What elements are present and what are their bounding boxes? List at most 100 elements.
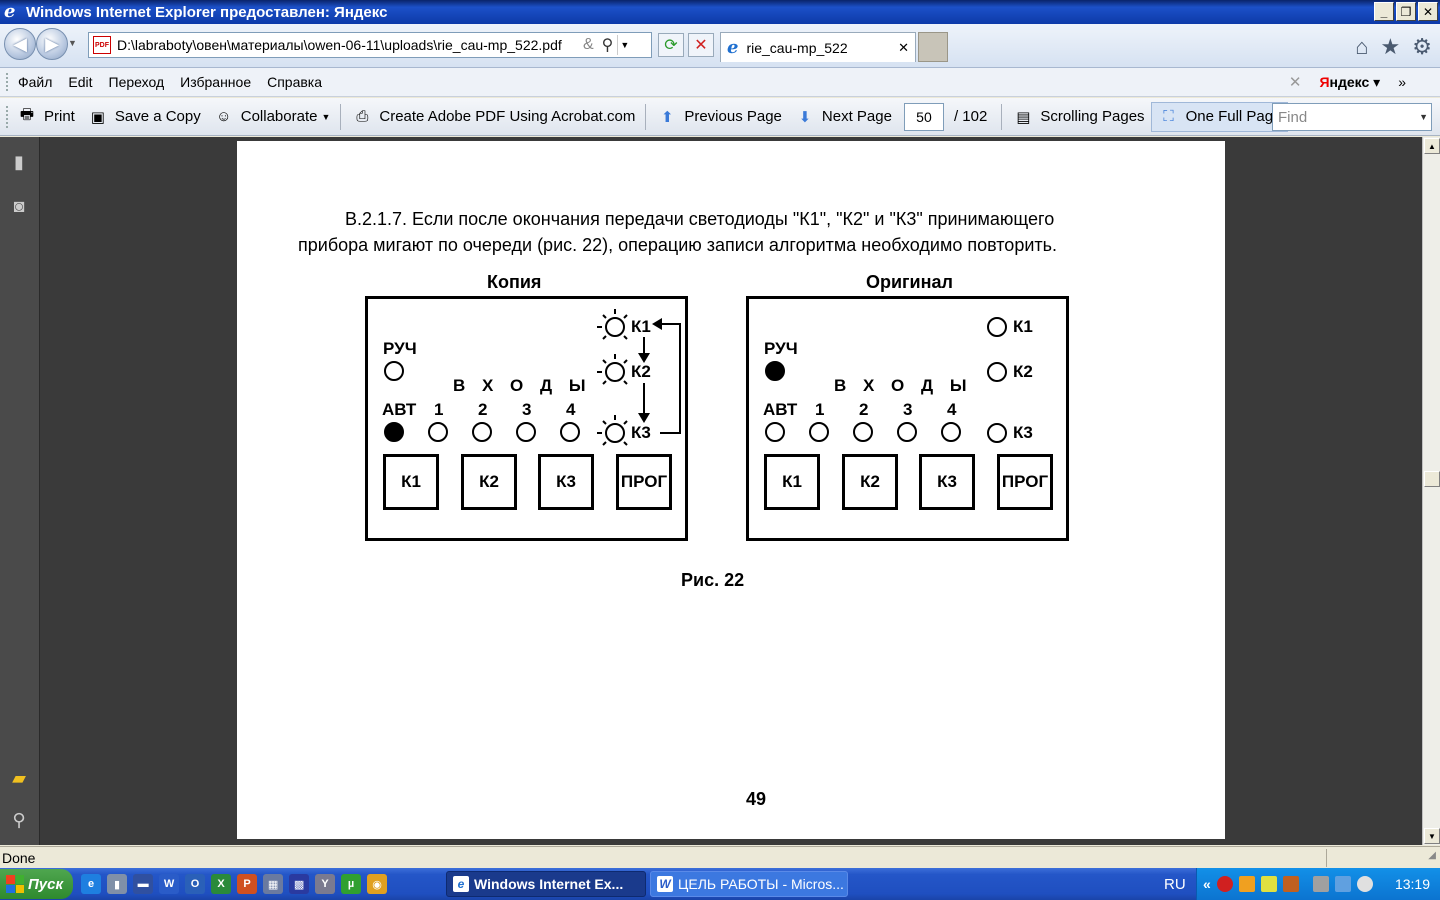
key-prog: ПРОГ bbox=[616, 454, 672, 510]
input-2-label: 2 bbox=[859, 400, 869, 419]
scroll-up-icon[interactable]: ▲ bbox=[1424, 138, 1440, 154]
minimize-button[interactable]: _ bbox=[1374, 2, 1394, 21]
history-dropdown-icon[interactable]: ▼ bbox=[68, 38, 77, 48]
network-status-icon[interactable] bbox=[1334, 876, 1351, 892]
refresh-button[interactable]: ⟳ bbox=[658, 33, 684, 57]
vertical-scrollbar[interactable]: ▲ ▼ bbox=[1422, 137, 1440, 845]
status-bar: Done ◢ bbox=[0, 846, 1440, 868]
figure-copy-title: Копия bbox=[487, 272, 542, 292]
inputs-label: В Х О Д Ы bbox=[453, 376, 592, 395]
status-text: Done bbox=[2, 849, 36, 866]
back-button[interactable]: ◀ bbox=[4, 28, 36, 60]
powerpoint-icon[interactable]: P bbox=[237, 874, 258, 894]
attachments-binoculars-icon[interactable]: ◙ bbox=[13, 195, 25, 216]
tray-app-icon[interactable] bbox=[1282, 876, 1299, 892]
menu-favorites[interactable]: Избранное bbox=[180, 74, 252, 90]
yandex-bar: ✕ Яндекс ▾ » bbox=[1288, 73, 1406, 92]
word-icon[interactable]: W bbox=[159, 874, 180, 894]
antivirus-icon[interactable] bbox=[1216, 876, 1233, 892]
window-controls: _ ❐ ✕ bbox=[1374, 2, 1438, 21]
address-bar[interactable]: PDF D:\labraboty\овен\материалы\owen-06-… bbox=[88, 32, 652, 58]
language-indicator[interactable]: RU bbox=[1164, 876, 1186, 893]
compatibility-icon[interactable]: & bbox=[583, 36, 594, 53]
home-icon[interactable]: ⌂ bbox=[1355, 34, 1369, 59]
print-button[interactable]: 🖶 Print bbox=[10, 102, 81, 132]
comments-icon[interactable]: ▰ bbox=[12, 767, 26, 788]
battery-icon[interactable] bbox=[1312, 876, 1329, 892]
start-button[interactable]: Пуск bbox=[0, 869, 74, 899]
utorrent-icon[interactable]: µ bbox=[341, 874, 362, 894]
key-k2: К2 bbox=[842, 454, 898, 510]
yandex-close-icon[interactable]: ✕ bbox=[1288, 74, 1302, 91]
resize-grip-icon[interactable]: ◢ bbox=[1428, 850, 1436, 861]
close-button[interactable]: ✕ bbox=[1418, 2, 1438, 21]
menu-edit[interactable]: Edit bbox=[68, 74, 93, 90]
led-k2-label: К2 bbox=[631, 362, 651, 381]
led-input-2 bbox=[472, 422, 492, 442]
explorer-icon[interactable]: ▦ bbox=[263, 874, 284, 894]
previous-page-button[interactable]: ⬆ Previous Page bbox=[650, 102, 788, 132]
tab-close-icon[interactable]: ✕ bbox=[898, 39, 909, 55]
led-input-3 bbox=[516, 422, 536, 442]
stop-button[interactable]: ✕ bbox=[688, 33, 714, 57]
notepad-icon[interactable]: ▮ bbox=[107, 874, 128, 894]
find-dropdown-icon[interactable]: ▼ bbox=[1419, 112, 1428, 122]
address-dropdown-icon[interactable]: ▼ bbox=[617, 35, 631, 55]
pdf-viewer[interactable]: ▮ ◙ ▰ ⚲ В.2.1.7. Если после окончания пе… bbox=[0, 137, 1440, 845]
update-icon[interactable] bbox=[1238, 876, 1255, 892]
network-icon[interactable]: ▩ bbox=[289, 874, 310, 894]
pages-icon[interactable]: ▮ bbox=[14, 151, 24, 172]
taskbar: Пуск e ▮ ▬ W O X P ▦ ▩ Y µ ◉ e Windows I… bbox=[0, 868, 1440, 900]
save-copy-button[interactable]: ▣ Save a Copy bbox=[81, 102, 207, 132]
refresh-icon: ⟳ bbox=[664, 37, 678, 54]
menu-file[interactable]: Файл bbox=[18, 74, 53, 90]
restore-button[interactable]: ❐ bbox=[1396, 2, 1416, 21]
menu-go[interactable]: Переход bbox=[108, 74, 165, 90]
taskbar-item-word[interactable]: W ЦЕЛЬ РАБОТЫ - Micros... bbox=[650, 871, 848, 897]
disk-icon: ▣ bbox=[90, 108, 105, 126]
scroll-thumb[interactable] bbox=[1424, 471, 1440, 487]
favorites-star-icon[interactable]: ★ bbox=[1380, 34, 1401, 59]
create-pdf-button[interactable]: ⎙ Create Adobe PDF Using Acrobat.com bbox=[345, 102, 641, 132]
yandex-more-icon[interactable]: » bbox=[1398, 74, 1406, 90]
forward-button[interactable]: ▶ bbox=[36, 28, 68, 60]
menu-help[interactable]: Справка bbox=[267, 74, 323, 90]
find-input[interactable]: Find ▼ bbox=[1272, 103, 1432, 131]
tools-icon[interactable]: Y bbox=[315, 874, 336, 894]
clock[interactable]: 13:19 bbox=[1394, 876, 1430, 892]
search-icon[interactable]: ⚲ bbox=[601, 37, 614, 54]
page-number-input[interactable]: 50 bbox=[903, 102, 944, 131]
led-k3-label: К3 bbox=[1013, 423, 1033, 442]
scrolling-pages-button[interactable]: ▤ Scrolling Pages bbox=[1006, 102, 1150, 132]
tray-expand-icon[interactable]: « bbox=[1203, 876, 1211, 892]
input-4-label: 4 bbox=[947, 400, 957, 419]
arrow-right-icon: ▶ bbox=[45, 33, 59, 54]
yandex-logo[interactable]: Яндекс ▾ bbox=[1319, 73, 1381, 90]
new-tab-button[interactable] bbox=[918, 32, 948, 62]
tab-active[interactable]: e rie_cau-mp_522 ✕ bbox=[720, 32, 916, 62]
paragraph-line-2: прибора мигают по очереди (рис. 22), опе… bbox=[298, 235, 1058, 255]
led-k3 bbox=[987, 423, 1007, 443]
desktop-icon[interactable]: ▬ bbox=[133, 874, 154, 894]
gear-icon[interactable]: ⚙ bbox=[1412, 34, 1432, 59]
chrome-icon[interactable]: ◉ bbox=[367, 874, 388, 894]
scroll-down-icon[interactable]: ▼ bbox=[1424, 828, 1440, 844]
collaborate-button[interactable]: ☺ Collaborate ▼ bbox=[207, 102, 337, 132]
ie-quick-icon[interactable]: e bbox=[81, 874, 102, 894]
input-3-label: 3 bbox=[903, 400, 913, 419]
toolbar-grip[interactable] bbox=[6, 105, 10, 128]
next-page-button[interactable]: ⬇ Next Page bbox=[788, 102, 898, 132]
volume-icon[interactable] bbox=[1356, 876, 1373, 892]
led-input-4 bbox=[941, 422, 961, 442]
outlook-icon[interactable]: O bbox=[185, 874, 206, 894]
page-number: 49 bbox=[746, 789, 767, 809]
toolbar-grip[interactable] bbox=[6, 73, 10, 91]
quick-launch: e ▮ ▬ W O X P ▦ ▩ Y µ ◉ bbox=[81, 874, 388, 894]
one-full-page-button[interactable]: ⛶ One Full Page bbox=[1150, 101, 1289, 132]
display-icon[interactable] bbox=[1260, 876, 1277, 892]
paperclip-icon[interactable]: ⚲ bbox=[12, 809, 26, 830]
acrobat-toolbar: 🖶 Print ▣ Save a Copy ☺ Collaborate ▼ ⎙ … bbox=[0, 98, 1440, 136]
address-url[interactable]: D:\labraboty\овен\материалы\owen-06-11\u… bbox=[117, 37, 562, 53]
excel-icon[interactable]: X bbox=[211, 874, 232, 894]
taskbar-item-ie[interactable]: e Windows Internet Ex... bbox=[446, 871, 646, 897]
